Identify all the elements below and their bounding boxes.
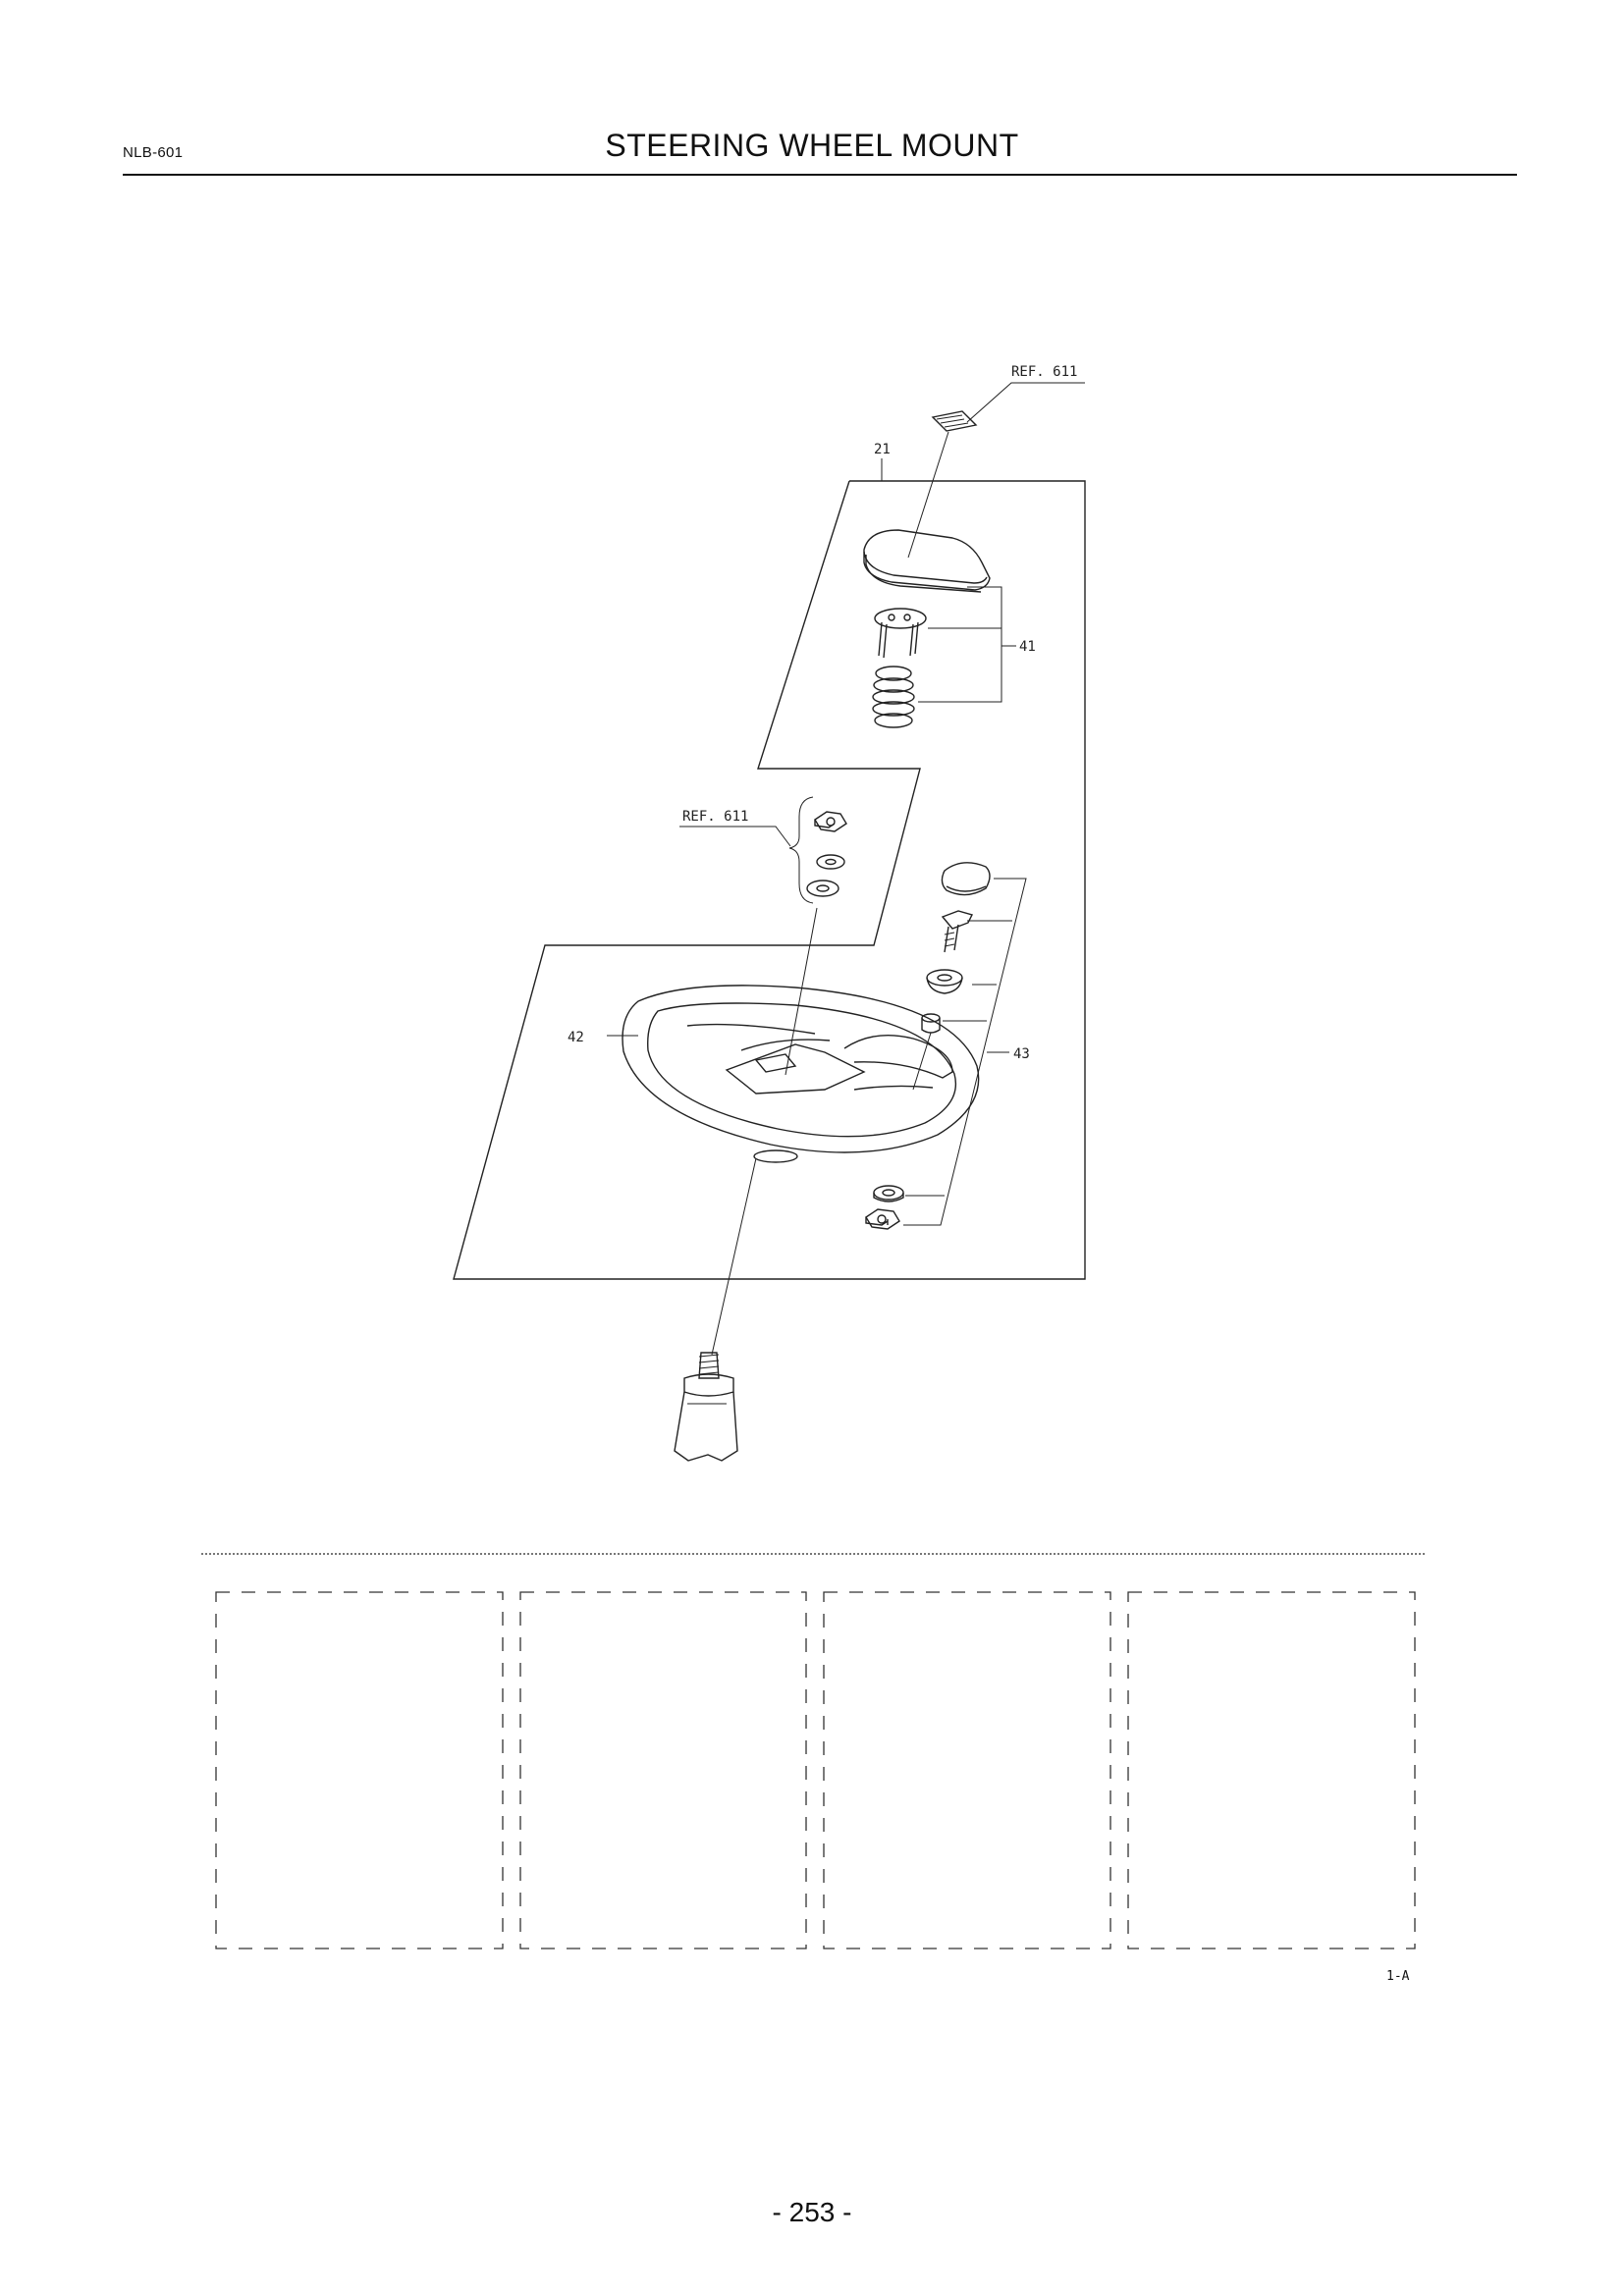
page-number: - 253 - xyxy=(772,2197,852,2227)
brace xyxy=(788,796,814,904)
page-title: STEERING WHEEL MOUNT xyxy=(605,128,1019,163)
nut-part xyxy=(814,811,847,832)
cap-cover-part xyxy=(863,529,991,593)
leader-emblem xyxy=(907,431,949,559)
callout-41: 41 xyxy=(1019,639,1036,655)
note-box-4 xyxy=(1127,1591,1416,1949)
leader-hardware xyxy=(785,907,818,1076)
contact-plate-part xyxy=(874,608,927,659)
callout-43: 43 xyxy=(1013,1046,1030,1062)
title-rule xyxy=(123,174,1517,176)
note-box-1 xyxy=(215,1591,504,1949)
bracket-43 xyxy=(903,878,1027,1226)
leader-ref-mid xyxy=(679,826,791,847)
callout-ref-top: REF. 611 xyxy=(1011,364,1077,380)
spacer-part xyxy=(926,969,963,994)
steering-wheel-part xyxy=(622,985,980,1163)
sheet-code: 1-A xyxy=(1386,1969,1410,1984)
bracket-41 xyxy=(918,586,1002,703)
lock-washer-part xyxy=(816,854,845,870)
washer-lower-part xyxy=(873,1185,904,1202)
bolt-part xyxy=(941,910,974,953)
leader-ref-top xyxy=(966,382,1085,423)
spring-part xyxy=(872,666,915,728)
callout-21: 21 xyxy=(874,442,891,457)
emblem-part xyxy=(931,410,978,432)
note-box-2 xyxy=(519,1591,807,1949)
steering-shaft-part xyxy=(674,1352,738,1462)
leader-shaft xyxy=(711,1157,757,1356)
notes-boxes xyxy=(215,1591,1416,1949)
group-outline xyxy=(453,480,1086,1280)
flat-washer-part xyxy=(806,880,839,897)
callout-42: 42 xyxy=(568,1030,584,1045)
callout-ref-mid: REF. 611 xyxy=(682,809,748,825)
hub-cap-part xyxy=(941,862,991,896)
note-box-3 xyxy=(823,1591,1111,1949)
page-code: NLB-601 xyxy=(123,144,184,161)
nut-lower-part xyxy=(865,1208,900,1230)
